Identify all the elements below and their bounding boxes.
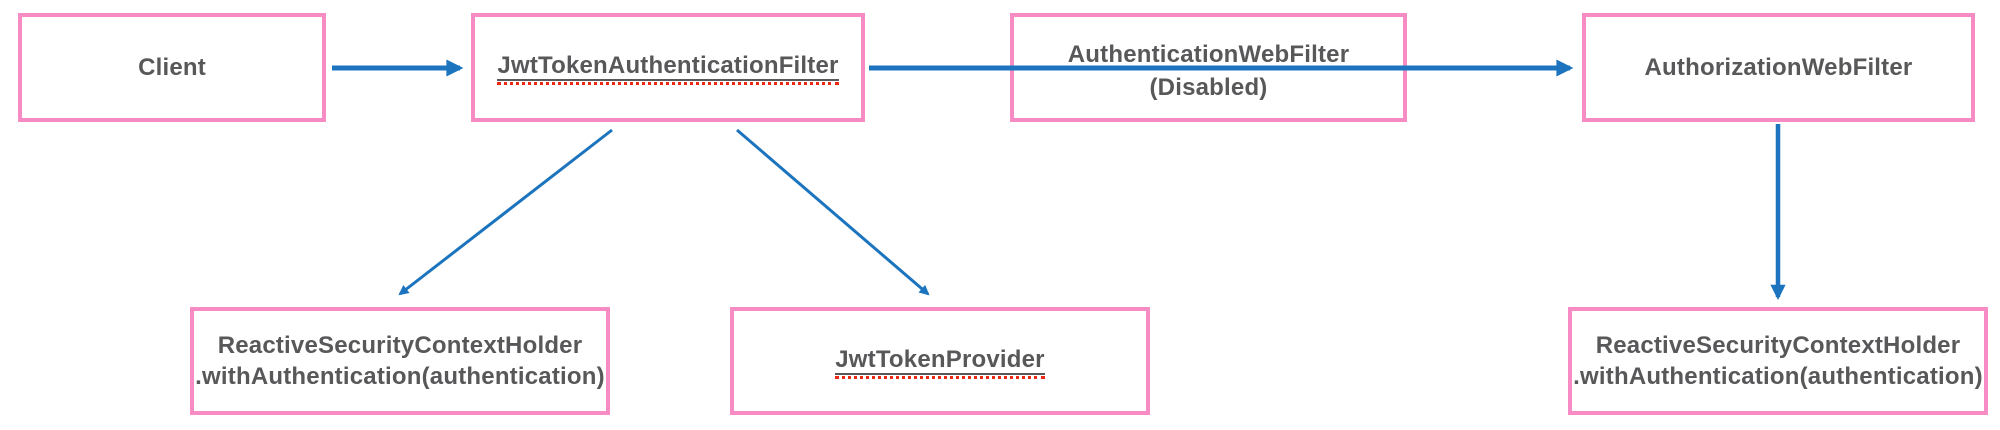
arrow-jwt-token-authentication-filter-to-reactive-security-context-holder-left: [398, 128, 613, 296]
node-reactive-security-context-holder-left-text: ReactiveSecurityContextHolder .withAuthe…: [195, 330, 605, 392]
node-jwt-token-provider: JwtTokenProvider: [730, 307, 1150, 415]
node-reactive-security-context-holder-right: ReactiveSecurityContextHolder .withAuthe…: [1568, 307, 1988, 415]
node-client-text: Client: [138, 52, 206, 83]
node-label: JwtTokenProvider: [835, 345, 1045, 375]
node-sublabel: (Disabled): [1149, 74, 1268, 101]
spellcheck-underline: JwtTokenProvider: [835, 344, 1045, 379]
node-jwt-token-authentication-filter: JwtTokenAuthenticationFilter: [471, 13, 865, 122]
node-label: ReactiveSecurityContextHolder: [217, 332, 583, 359]
node-label: Client: [138, 54, 206, 81]
node-reactive-security-context-holder-left: ReactiveSecurityContextHolder .withAuthe…: [190, 307, 610, 415]
node-client: Client: [18, 13, 326, 122]
node-authorization-web-filter: AuthorizationWebFilter: [1582, 13, 1975, 122]
node-authorization-web-filter-text: AuthorizationWebFilter: [1645, 52, 1913, 83]
node-label: ReactiveSecurityContextHolder: [1595, 332, 1961, 359]
node-reactive-security-context-holder-right-text: ReactiveSecurityContextHolder .withAuthe…: [1573, 330, 1983, 392]
node-sublabel: .withAuthentication(authentication): [195, 363, 605, 390]
node-authentication-web-filter-text: AuthenticationWebFilter (Disabled): [1068, 31, 1350, 104]
node-sublabel: .withAuthentication(authentication): [1573, 363, 1983, 390]
node-label: JwtTokenAuthenticationFilter: [497, 52, 839, 81]
arrow-jwt-token-authentication-filter-to-jwt-token-provider: [736, 128, 930, 296]
spellcheck-underline: JwtTokenAuthenticationFilter: [497, 50, 839, 85]
node-authentication-web-filter: AuthenticationWebFilter (Disabled): [1010, 13, 1407, 122]
node-label: AuthenticationWebFilter: [1067, 41, 1350, 68]
node-jwt-token-authentication-filter-text: JwtTokenAuthenticationFilter: [497, 50, 839, 85]
node-label: AuthorizationWebFilter: [1644, 54, 1913, 81]
node-jwt-token-provider-text: JwtTokenProvider: [835, 344, 1045, 379]
